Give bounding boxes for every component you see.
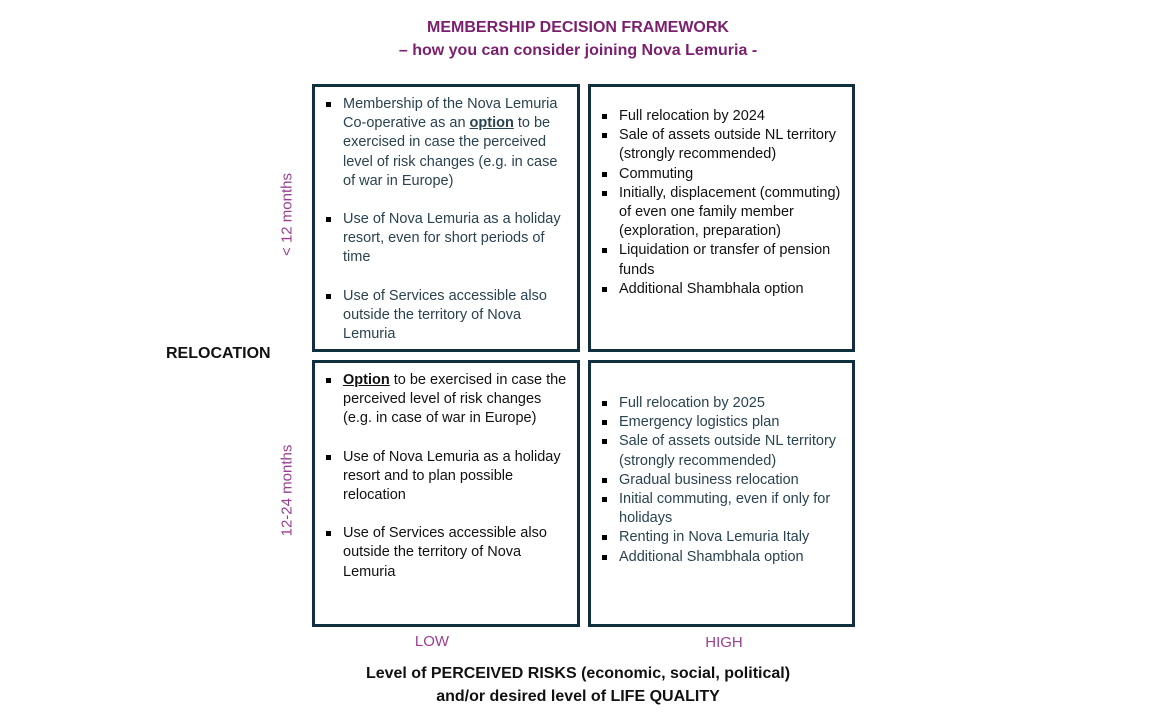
page-subtitle: – how you can consider joining Nova Lemu…	[398, 42, 758, 59]
page-title: MEMBERSHIP DECISION FRAMEWORK	[427, 19, 729, 36]
text: to be exercised in case the perceived le…	[343, 372, 567, 427]
quadrant-top-right: Full relocation by 2024 Sale of assets o…	[588, 84, 855, 352]
list-item: Liquidation or transfer of pension funds	[599, 241, 842, 279]
x-axis-title-line1: Level of PERCEIVED RISKS (economic, soci…	[365, 665, 791, 682]
list-item: Emergency logistics plan	[599, 413, 842, 432]
list-item: Use of Services accessible also outside …	[323, 287, 567, 345]
y-axis-title: RELOCATION	[166, 345, 271, 362]
quadrant-top-left: Membership of the Nova Lemuria Co-operat…	[312, 84, 580, 352]
list-item: Option to be exercised in case the perce…	[323, 371, 567, 429]
quadrant-bottom-right: Full relocation by 2025 Emergency logist…	[588, 360, 855, 627]
list-item: Commuting	[599, 165, 842, 184]
list-item: Initial commuting, even if only for holi…	[599, 490, 842, 528]
list-item: Full relocation by 2024	[599, 107, 842, 126]
quadrant-bottom-left: Option to be exercised in case the perce…	[312, 360, 580, 627]
list-item: Use of Services accessible also outside …	[323, 524, 567, 582]
list-item: Membership of the Nova Lemuria Co-operat…	[323, 95, 567, 191]
list-item: Use of Nova Lemuria as a holiday resort …	[323, 448, 567, 506]
list-item: Initially, displacement (commuting) of e…	[599, 184, 842, 242]
x-axis-title-line2: and/or desired level of LIFE QUALITY	[436, 688, 720, 705]
list-item: Sale of assets outside NL territory (str…	[599, 432, 842, 470]
y-label-top: < 12 months	[278, 173, 296, 256]
emphasis: option	[469, 115, 514, 132]
emphasis: Option	[343, 372, 390, 388]
list-item: Additional Shambhala option	[599, 280, 842, 299]
x-label-low: LOW	[414, 633, 450, 650]
text: to be exercised in case the perceived le…	[343, 115, 558, 189]
x-label-high: HIGH	[705, 634, 743, 651]
list-item: Additional Shambhala option	[599, 548, 842, 567]
list-item: Use of Nova Lemuria as a holiday resort,…	[323, 210, 567, 268]
list-item: Sale of assets outside NL territory (str…	[599, 126, 842, 164]
list-item: Full relocation by 2025	[599, 394, 842, 413]
list-item: Gradual business relocation	[599, 471, 842, 490]
text: Membership of the Nova Lemuria Co-operat…	[343, 96, 558, 132]
list-item: Renting in Nova Lemuria Italy	[599, 528, 842, 547]
y-label-bottom: 12-24 months	[278, 444, 296, 537]
